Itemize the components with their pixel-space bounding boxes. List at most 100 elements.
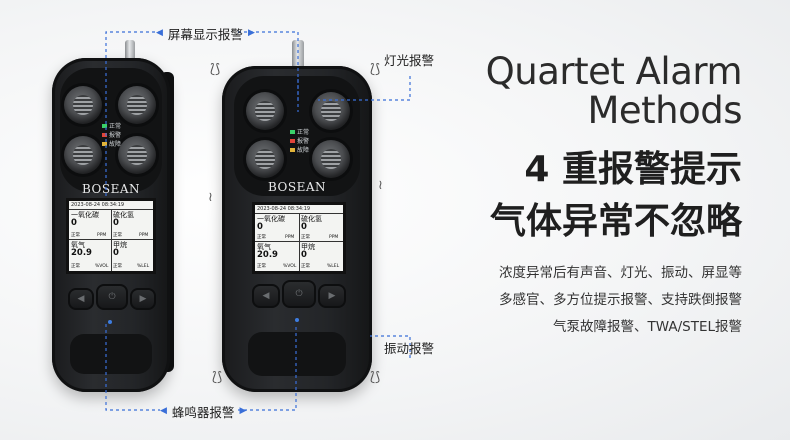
callout-label: 屏幕显示报警 bbox=[167, 27, 243, 42]
right-arrow-button[interactable]: ▶ bbox=[318, 284, 346, 308]
gas-unit: %LEL bbox=[137, 264, 150, 269]
gas-value: 0 bbox=[71, 218, 77, 228]
gas-value: 0 bbox=[113, 218, 119, 228]
gas-unit: %VOL bbox=[283, 264, 297, 269]
led-label: 故障 bbox=[109, 141, 122, 148]
led-label: 正常 bbox=[297, 129, 310, 136]
device-screen: 2023-08-24 08:34:19 一氧化碳 0 硫化氢 0 氧气 20.9… bbox=[252, 202, 346, 274]
led-label: 报警 bbox=[297, 138, 310, 145]
sensor-port-icon bbox=[246, 140, 284, 178]
gas-detector-right: 正常 报警 故障 BOSEAN 2023-08-24 08:34:19 一氧化碳… bbox=[222, 40, 372, 392]
sensor-port-icon bbox=[312, 140, 350, 178]
gas-unit: PPM bbox=[285, 235, 295, 240]
gas-name: 氧气 bbox=[257, 243, 271, 251]
callout-light-alarm: 灯光报警 bbox=[384, 50, 434, 69]
gas-name: 硫化氢 bbox=[113, 211, 134, 219]
left-arrow-button[interactable]: ◀ bbox=[252, 284, 280, 308]
gas-unit: PPM bbox=[139, 233, 149, 238]
status-leds: 正常 报警 故障 bbox=[102, 122, 121, 149]
gas-unit: %VOL bbox=[95, 264, 109, 269]
sensor-port-icon bbox=[118, 86, 156, 124]
gas-state: 正常 bbox=[71, 233, 80, 238]
gas-name: 硫化氢 bbox=[301, 215, 322, 223]
gas-name: 甲烷 bbox=[113, 241, 127, 249]
left-arrow-button[interactable]: ◀ bbox=[68, 288, 94, 310]
sensor-port-icon bbox=[118, 136, 156, 174]
gas-unit: %LEL bbox=[327, 264, 340, 269]
gas-inlet-stud bbox=[125, 40, 135, 62]
brand-logo: BOSEAN bbox=[267, 180, 327, 194]
gas-value: 20.9 bbox=[257, 250, 278, 260]
vibration-mark-icon: ⟅⟆ bbox=[370, 370, 381, 385]
gas-value: 0 bbox=[301, 250, 307, 260]
headline-cn-line2: 气体异常不忽略 bbox=[489, 201, 742, 242]
gas-name: 氧气 bbox=[71, 241, 85, 249]
reading-cell: 硫化氢 0 bbox=[301, 215, 341, 231]
vibration-mark-icon: ≀ bbox=[208, 190, 213, 205]
description-line: 气泵故障报警、TWA/STEL报警 bbox=[552, 319, 742, 335]
gas-value: 0 bbox=[301, 222, 307, 232]
reading-cell: 硫化氢 0 bbox=[113, 211, 151, 227]
gas-name: 一氧化碳 bbox=[257, 215, 285, 223]
gas-state: 正常 bbox=[71, 264, 80, 269]
description-line: 浓度异常后有声音、灯光、振动、屏显等 bbox=[499, 265, 742, 281]
gas-unit: PPM bbox=[97, 233, 107, 238]
gas-state: 正常 bbox=[301, 235, 310, 240]
gas-value: 0 bbox=[113, 248, 119, 258]
right-arrow-button[interactable]: ▶ bbox=[130, 288, 156, 310]
callout-screen-alarm: ◀ 屏幕显示报警 ▶ bbox=[156, 24, 255, 43]
led-label: 故障 bbox=[297, 147, 310, 154]
sensor-port-icon bbox=[64, 86, 102, 124]
vibration-mark-icon: ⟅⟆ bbox=[210, 62, 221, 77]
led-label: 正常 bbox=[109, 123, 122, 130]
headline-en-line1: Quartet Alarm bbox=[485, 50, 743, 93]
callout-anchor-dot bbox=[295, 318, 299, 322]
headline-chinese: 4 重报警提示 气体异常不忽略 bbox=[490, 144, 742, 248]
callout-buzzer-alarm: ◀ 蜂鸣器报警 ▶ bbox=[160, 402, 246, 421]
sensor-port-icon bbox=[312, 92, 350, 130]
headline-cn-line1: 4 重报警提示 bbox=[524, 149, 742, 190]
power-button[interactable]: ⏻ bbox=[282, 280, 316, 308]
description-line: 多感官、多方位提示报警、支持跌倒报警 bbox=[499, 292, 742, 308]
reading-cell: 一氧化碳 0 bbox=[257, 215, 297, 231]
vibration-mark-icon: ⟅⟆ bbox=[370, 62, 381, 77]
gas-state: 正常 bbox=[257, 235, 266, 240]
arrow-left-icon: ◀ bbox=[160, 406, 167, 416]
device-bottom-panel bbox=[248, 332, 346, 376]
headline-en-line2: Methods bbox=[587, 89, 742, 132]
gas-state: 正常 bbox=[113, 264, 122, 269]
gas-state: 正常 bbox=[113, 233, 122, 238]
gas-detector-left: 正常 报警 故障 BOSEAN 2023-08-24 08:34:19 一氧化碳… bbox=[52, 40, 174, 392]
sensor-port-icon bbox=[64, 136, 102, 174]
gas-name: 甲烷 bbox=[301, 243, 315, 251]
gas-unit: PPM bbox=[329, 235, 339, 240]
led-label: 报警 bbox=[109, 132, 122, 139]
callout-label: 蜂鸣器报警 bbox=[171, 405, 235, 420]
callout-vibration-alarm: 振动报警 bbox=[384, 338, 434, 357]
arrow-left-icon: ◀ bbox=[156, 28, 163, 38]
device-screen: 2023-08-24 08:34:19 一氧化碳 0 硫化氢 0 氧气 20.9… bbox=[66, 198, 156, 274]
reading-cell: 甲烷 0 bbox=[113, 241, 151, 257]
reading-cell: 甲烷 0 bbox=[301, 243, 341, 259]
vibration-mark-icon: ⟅⟆ bbox=[212, 370, 223, 385]
vibration-mark-icon: ≀ bbox=[378, 178, 383, 193]
gas-value: 0 bbox=[257, 222, 263, 232]
gas-state: 正常 bbox=[301, 264, 310, 269]
headline-english: Quartet Alarm Methods bbox=[485, 50, 743, 132]
callout-label: 振动报警 bbox=[384, 341, 435, 356]
status-leds: 正常 报警 故障 bbox=[290, 128, 309, 155]
screen-datetime: 2023-08-24 08:34:19 bbox=[71, 202, 125, 208]
power-button[interactable]: ⏻ bbox=[96, 284, 128, 310]
reading-cell: 氧气 20.9 bbox=[71, 241, 109, 257]
reading-cell: 氧气 20.9 bbox=[257, 243, 297, 259]
arrow-right-icon: ▶ bbox=[247, 28, 255, 38]
arrow-right-icon: ▶ bbox=[239, 406, 247, 416]
gas-value: 20.9 bbox=[71, 248, 92, 258]
reading-cell: 一氧化碳 0 bbox=[71, 211, 109, 227]
gas-state: 正常 bbox=[257, 264, 266, 269]
callout-label: 灯光报警 bbox=[384, 53, 435, 68]
brand-logo: BOSEAN bbox=[81, 182, 141, 196]
sensor-port-icon bbox=[246, 92, 284, 130]
